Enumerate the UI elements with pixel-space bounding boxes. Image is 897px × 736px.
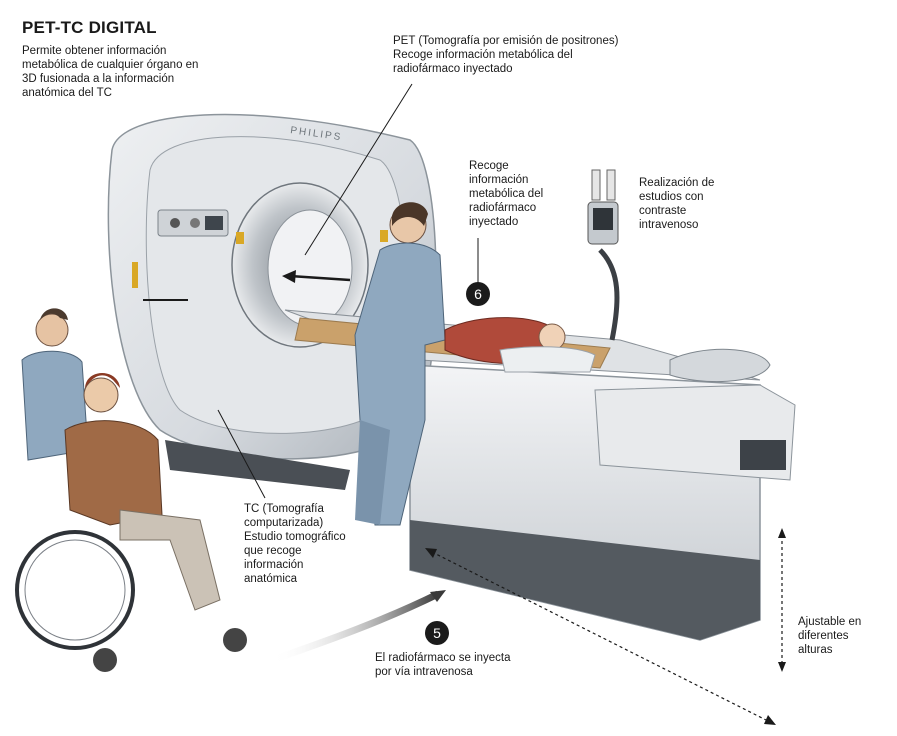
callout-leader-lines bbox=[217, 83, 479, 499]
height-adjust-arrow bbox=[778, 528, 786, 672]
iv-contrast-injector bbox=[587, 169, 620, 341]
intro-text: Permite obtener información metabólica d… bbox=[22, 45, 199, 99]
injection-callout: El radiofármaco se inyecta por vía intra… bbox=[375, 652, 511, 678]
step-6-badge: 6 bbox=[466, 282, 490, 306]
metabolic-callout: Recoge información metabólica del radiof… bbox=[469, 160, 544, 228]
height-callout: Ajustable en diferentes alturas bbox=[798, 616, 862, 656]
injection-arrow bbox=[270, 590, 440, 664]
table-direction-arrow bbox=[289, 274, 351, 282]
pet-ct-gantry bbox=[107, 113, 437, 490]
page-title: PET-TC DIGITAL bbox=[22, 18, 157, 37]
table-travel-arrow bbox=[425, 548, 776, 725]
contrast-callout: Realización de estudios con contraste in… bbox=[639, 177, 715, 231]
ct-callout: TC (Tomografía computarizada) Estudio to… bbox=[244, 503, 346, 585]
step-5-badge: 5 bbox=[425, 621, 449, 645]
pet-callout: PET (Tomografía por emisión de positrone… bbox=[393, 35, 619, 75]
technologist-figure bbox=[354, 202, 446, 526]
patient-on-table bbox=[444, 317, 596, 373]
wheelchair-group bbox=[15, 308, 247, 672]
